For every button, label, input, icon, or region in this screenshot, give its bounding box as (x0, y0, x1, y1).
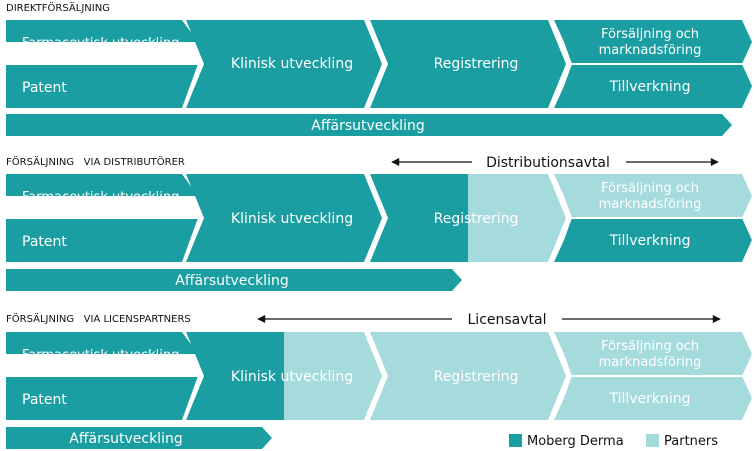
section-license-partners: FÖRSÄLJNING VIA LICENSPARTNERS Licensavt… (6, 312, 752, 449)
stage-klinisk (186, 20, 382, 108)
section-title: FÖRSÄLJNING VIA LICENSPARTNERS (6, 312, 191, 325)
label-affarsutveckling: Affärsutveckling (311, 118, 424, 134)
label-forsaljning-2: marknadsföring (599, 197, 702, 212)
agreement-label: Distributionsavtal (486, 155, 610, 171)
stage-farmaceutisk (6, 332, 198, 354)
stage-tillverkning (554, 376, 752, 420)
label-affarsutveckling: Affärsutveckling (175, 273, 288, 289)
label-tillverkning: Tillverkning (608, 79, 690, 95)
legend-swatch-moberg (509, 434, 522, 447)
label-forsaljning-1: Försäljning och (601, 339, 699, 354)
stage-registrering-moberg (370, 174, 468, 262)
label-farmaceutisk: Farmacevtisk utveckling (22, 190, 179, 205)
stage-registrering (370, 332, 566, 420)
stage-patent (6, 64, 198, 108)
section-title: FÖRSÄLJNING VIA DISTRIBUTÖRER (6, 155, 185, 168)
stage-registrering (370, 20, 566, 108)
stage-tillverkning (554, 218, 752, 262)
label-klinisk: Klinisk utveckling (231, 211, 353, 227)
label-patent: Patent (22, 80, 67, 96)
bar-affarsutveckling (6, 269, 462, 291)
stage-patent (6, 376, 198, 420)
label-affarsutveckling: Affärsutveckling (69, 431, 182, 447)
stage-farmaceutisk (6, 174, 198, 196)
section-title: DIREKTFÖRSÄLJNING (6, 1, 110, 14)
stage-forsaljning (554, 174, 752, 218)
bar-affarsutveckling (6, 114, 732, 136)
label-tillverkning: Tillverkning (608, 391, 690, 407)
stage-forsaljning (554, 20, 752, 64)
label-patent: Patent (22, 392, 67, 408)
label-registrering: Registrering (434, 369, 519, 385)
label-forsaljning-1: Försäljning och (601, 181, 699, 196)
label-klinisk: Klinisk utveckling (231, 369, 353, 385)
stage-farmaceutisk (6, 20, 198, 42)
label-registrering: Registrering (434, 211, 519, 227)
section-distributors: FÖRSÄLJNING VIA DISTRIBUTÖRER Distributi… (6, 155, 752, 291)
bar-affarsutveckling (6, 427, 272, 449)
label-farmaceutisk: Farmacevtisk utveckling (22, 36, 179, 51)
legend-swatch-partners (646, 434, 659, 447)
label-tillverkning: Tillverkning (608, 233, 690, 249)
section-direct-sales: DIREKTFÖRSÄLJNING Farmacevtisk utvecklin… (6, 1, 752, 136)
label-patent: Patent (22, 234, 67, 250)
stage-patent (6, 218, 198, 262)
label-forsaljning-2: marknadsföring (599, 43, 702, 58)
legend-label-partners: Partners (664, 434, 718, 449)
legend-label-moberg: Moberg Derma (527, 434, 624, 449)
label-registrering: Registrering (434, 56, 519, 72)
stage-klinisk (186, 174, 382, 262)
label-forsaljning-2: marknadsföring (599, 355, 702, 370)
stage-tillverkning (554, 64, 752, 108)
stage-klinisk-partner (284, 332, 382, 420)
label-klinisk: Klinisk utveckling (231, 56, 353, 72)
label-farmaceutisk: Farmacevtisk utveckling (22, 348, 179, 363)
stage-forsaljning (554, 332, 752, 376)
label-forsaljning-1: Försäljning och (601, 27, 699, 42)
stage-klinisk-moberg (186, 332, 284, 420)
stage-registrering-partner (468, 174, 566, 262)
legend: Moberg Derma Partners (509, 434, 718, 449)
agreement-label: Licensavtal (468, 312, 547, 328)
